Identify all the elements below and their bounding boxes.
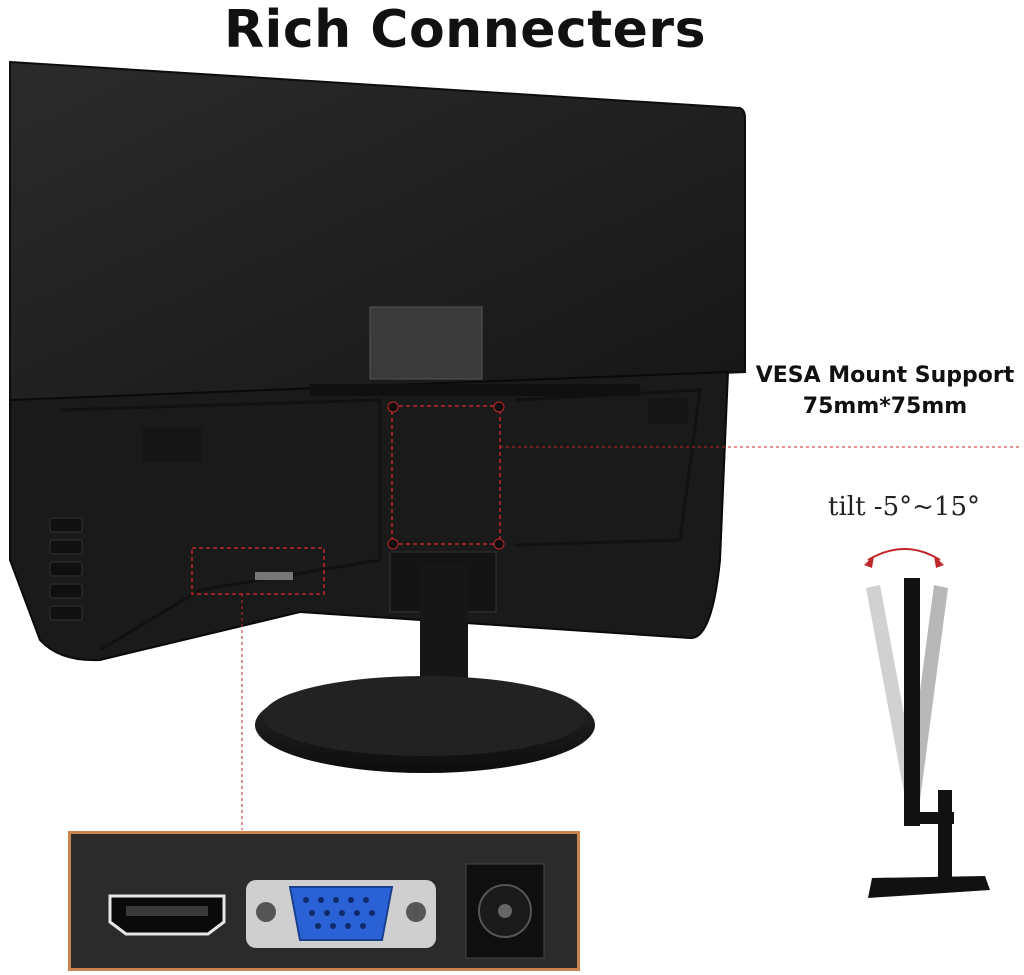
connector-panel [68,831,580,971]
tilt-arc [867,548,941,561]
vesa-line-1: VESA Mount Support [755,363,1015,388]
spec-label-sticker [369,306,483,380]
arrow-right-icon [934,556,944,568]
monitor-back [9,60,746,662]
hdmi-port [108,894,226,936]
vesa-line-2: 75mm*75mm [802,394,968,419]
monitor-stand [255,551,595,773]
side-buttons [49,517,83,621]
vesa-label: VESA Mount Support 75mm*75mm [740,360,1024,422]
top-vent-strip [310,384,640,396]
vent-left [142,428,202,462]
port-highlight [191,547,325,830]
tilt-diagram [864,548,990,898]
page-title: Rich Connecters [223,0,707,60]
vga-port [246,880,436,948]
tilt-label: tilt -5°~15° [828,492,980,522]
vent-right [648,398,688,424]
vesa-mount-area [387,401,1020,550]
dc-power-port [465,863,545,959]
arrow-left-icon [864,556,874,568]
